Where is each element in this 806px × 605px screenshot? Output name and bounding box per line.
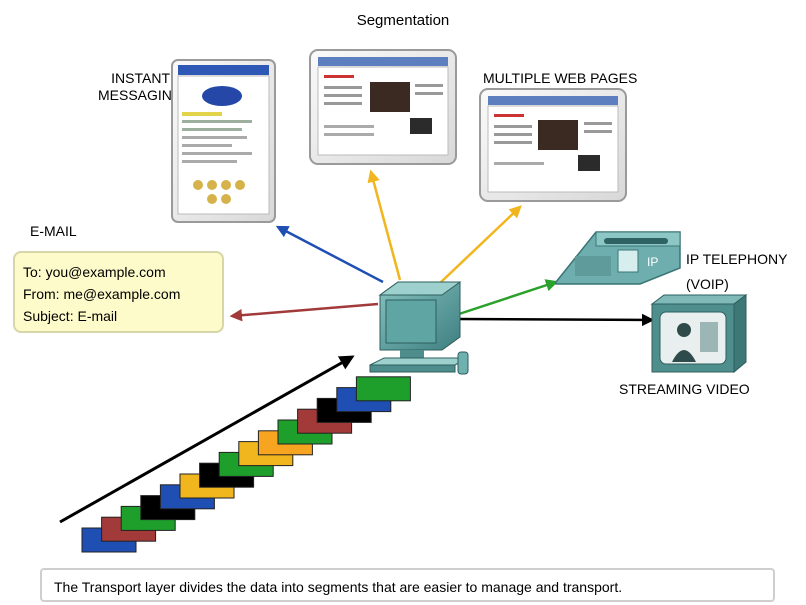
instant-messaging-label: INSTANT MESSAGING	[98, 70, 183, 103]
email-subject-line: Subject: E-mail	[23, 308, 118, 324]
diagram-title: Segmentation	[356, 12, 450, 29]
email-to-line: To: you@example.com	[23, 264, 166, 280]
streaming-video-label: STREAMING VIDEO	[619, 381, 750, 397]
web-page-arrow-2	[439, 205, 522, 284]
email-arrow	[229, 302, 379, 322]
data-segment	[355, 376, 411, 402]
computer-icon	[369, 281, 469, 375]
email-from-line: From: me@example.com	[23, 286, 181, 302]
instant-messaging-arrow	[275, 225, 384, 284]
multiple-web-pages-label: MULTIPLE WEB PAGES	[483, 70, 638, 86]
ip-phone-badge: IP	[647, 255, 658, 269]
ip-telephony-label: IP TELEPHONY (VOIP)	[686, 251, 788, 292]
streaming-video-arrow	[457, 313, 655, 327]
email-message-box: To: you@example.com From: me@example.com…	[13, 251, 224, 333]
voip-arrow	[458, 279, 559, 316]
web-page-window-2	[479, 88, 627, 202]
data-segments	[81, 376, 411, 553]
caption-text: The Transport layer divides the data int…	[40, 568, 775, 602]
instant-messaging-window	[171, 59, 276, 223]
web-page-window-1	[309, 49, 457, 165]
email-label: E-MAIL	[30, 223, 77, 239]
data-flow-arrow	[59, 355, 355, 524]
video-monitor-icon	[650, 294, 748, 374]
web-page-arrow-1	[367, 169, 402, 281]
ip-phone-icon: IP	[555, 231, 681, 285]
